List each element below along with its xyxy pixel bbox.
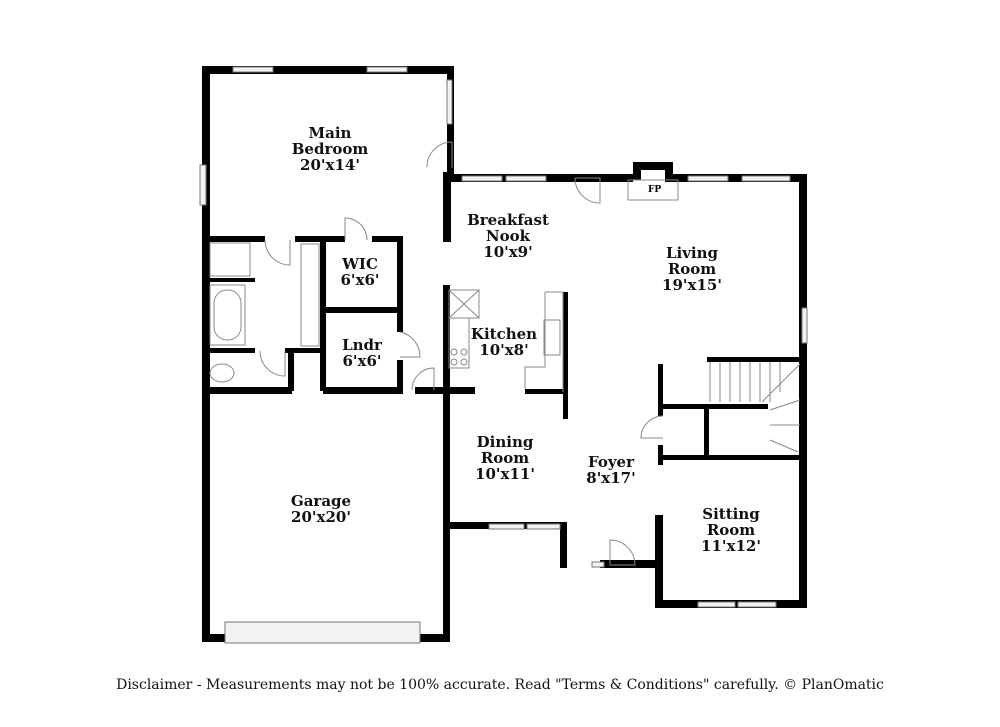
room-label-foyer: Foyer 8'x17' <box>586 454 635 486</box>
room-name: Kitchen <box>470 325 538 343</box>
room-name: Garage <box>290 492 352 510</box>
room-dims: 6'x6' <box>342 352 382 370</box>
room-label-sitting-room: Sitting Room 11'x12' <box>701 506 761 554</box>
room-name: Room <box>706 521 756 539</box>
room-dims: 19'x15' <box>662 276 722 294</box>
room-name: Nook <box>485 227 531 245</box>
room-name: Room <box>480 449 530 467</box>
room-name: Room <box>667 260 717 278</box>
room-label-main-bedroom: Main Bedroom 20'x14' <box>292 125 369 173</box>
room-label-living-room: Living Room 19'x15' <box>662 245 722 293</box>
room-label-dining-room: Dining Room 10'x11' <box>475 434 535 482</box>
room-dims: 10'x11' <box>475 465 535 483</box>
room-name: Lndr <box>342 336 382 354</box>
room-dims: 11'x12' <box>701 537 761 555</box>
room-dims: 8'x17' <box>586 469 636 487</box>
room-dims: 20'x14' <box>300 156 360 174</box>
room-name: Living <box>665 244 719 262</box>
room-name: Dining <box>476 433 534 451</box>
room-label-breakfast-nook: Breakfast Nook 10'x9' <box>467 212 549 260</box>
doors <box>209 141 801 566</box>
room-dims: 20'x20' <box>291 508 351 526</box>
room-name: WIC <box>342 255 378 273</box>
fireplace-label: FP <box>648 185 662 195</box>
room-name: Bedroom <box>291 140 369 158</box>
room-label-wic: WIC 6'x6' <box>340 256 379 288</box>
room-dims: 6'x6' <box>340 271 380 289</box>
room-name: Sitting <box>702 505 760 523</box>
windows <box>199 66 808 644</box>
room-label-lndr: Lndr 6'x6' <box>342 337 382 369</box>
room-label-garage: Garage 20'x20' <box>291 493 351 525</box>
room-name: Main <box>308 124 352 142</box>
room-name: Foyer <box>587 453 634 471</box>
room-dims: 10'x9' <box>483 243 533 261</box>
room-label-kitchen: Kitchen 10'x8' <box>471 326 537 358</box>
room-dims: 10'x8' <box>479 341 529 359</box>
disclaimer: Disclaimer - Measurements may not be 100… <box>116 677 884 693</box>
room-name: Breakfast <box>467 211 549 229</box>
